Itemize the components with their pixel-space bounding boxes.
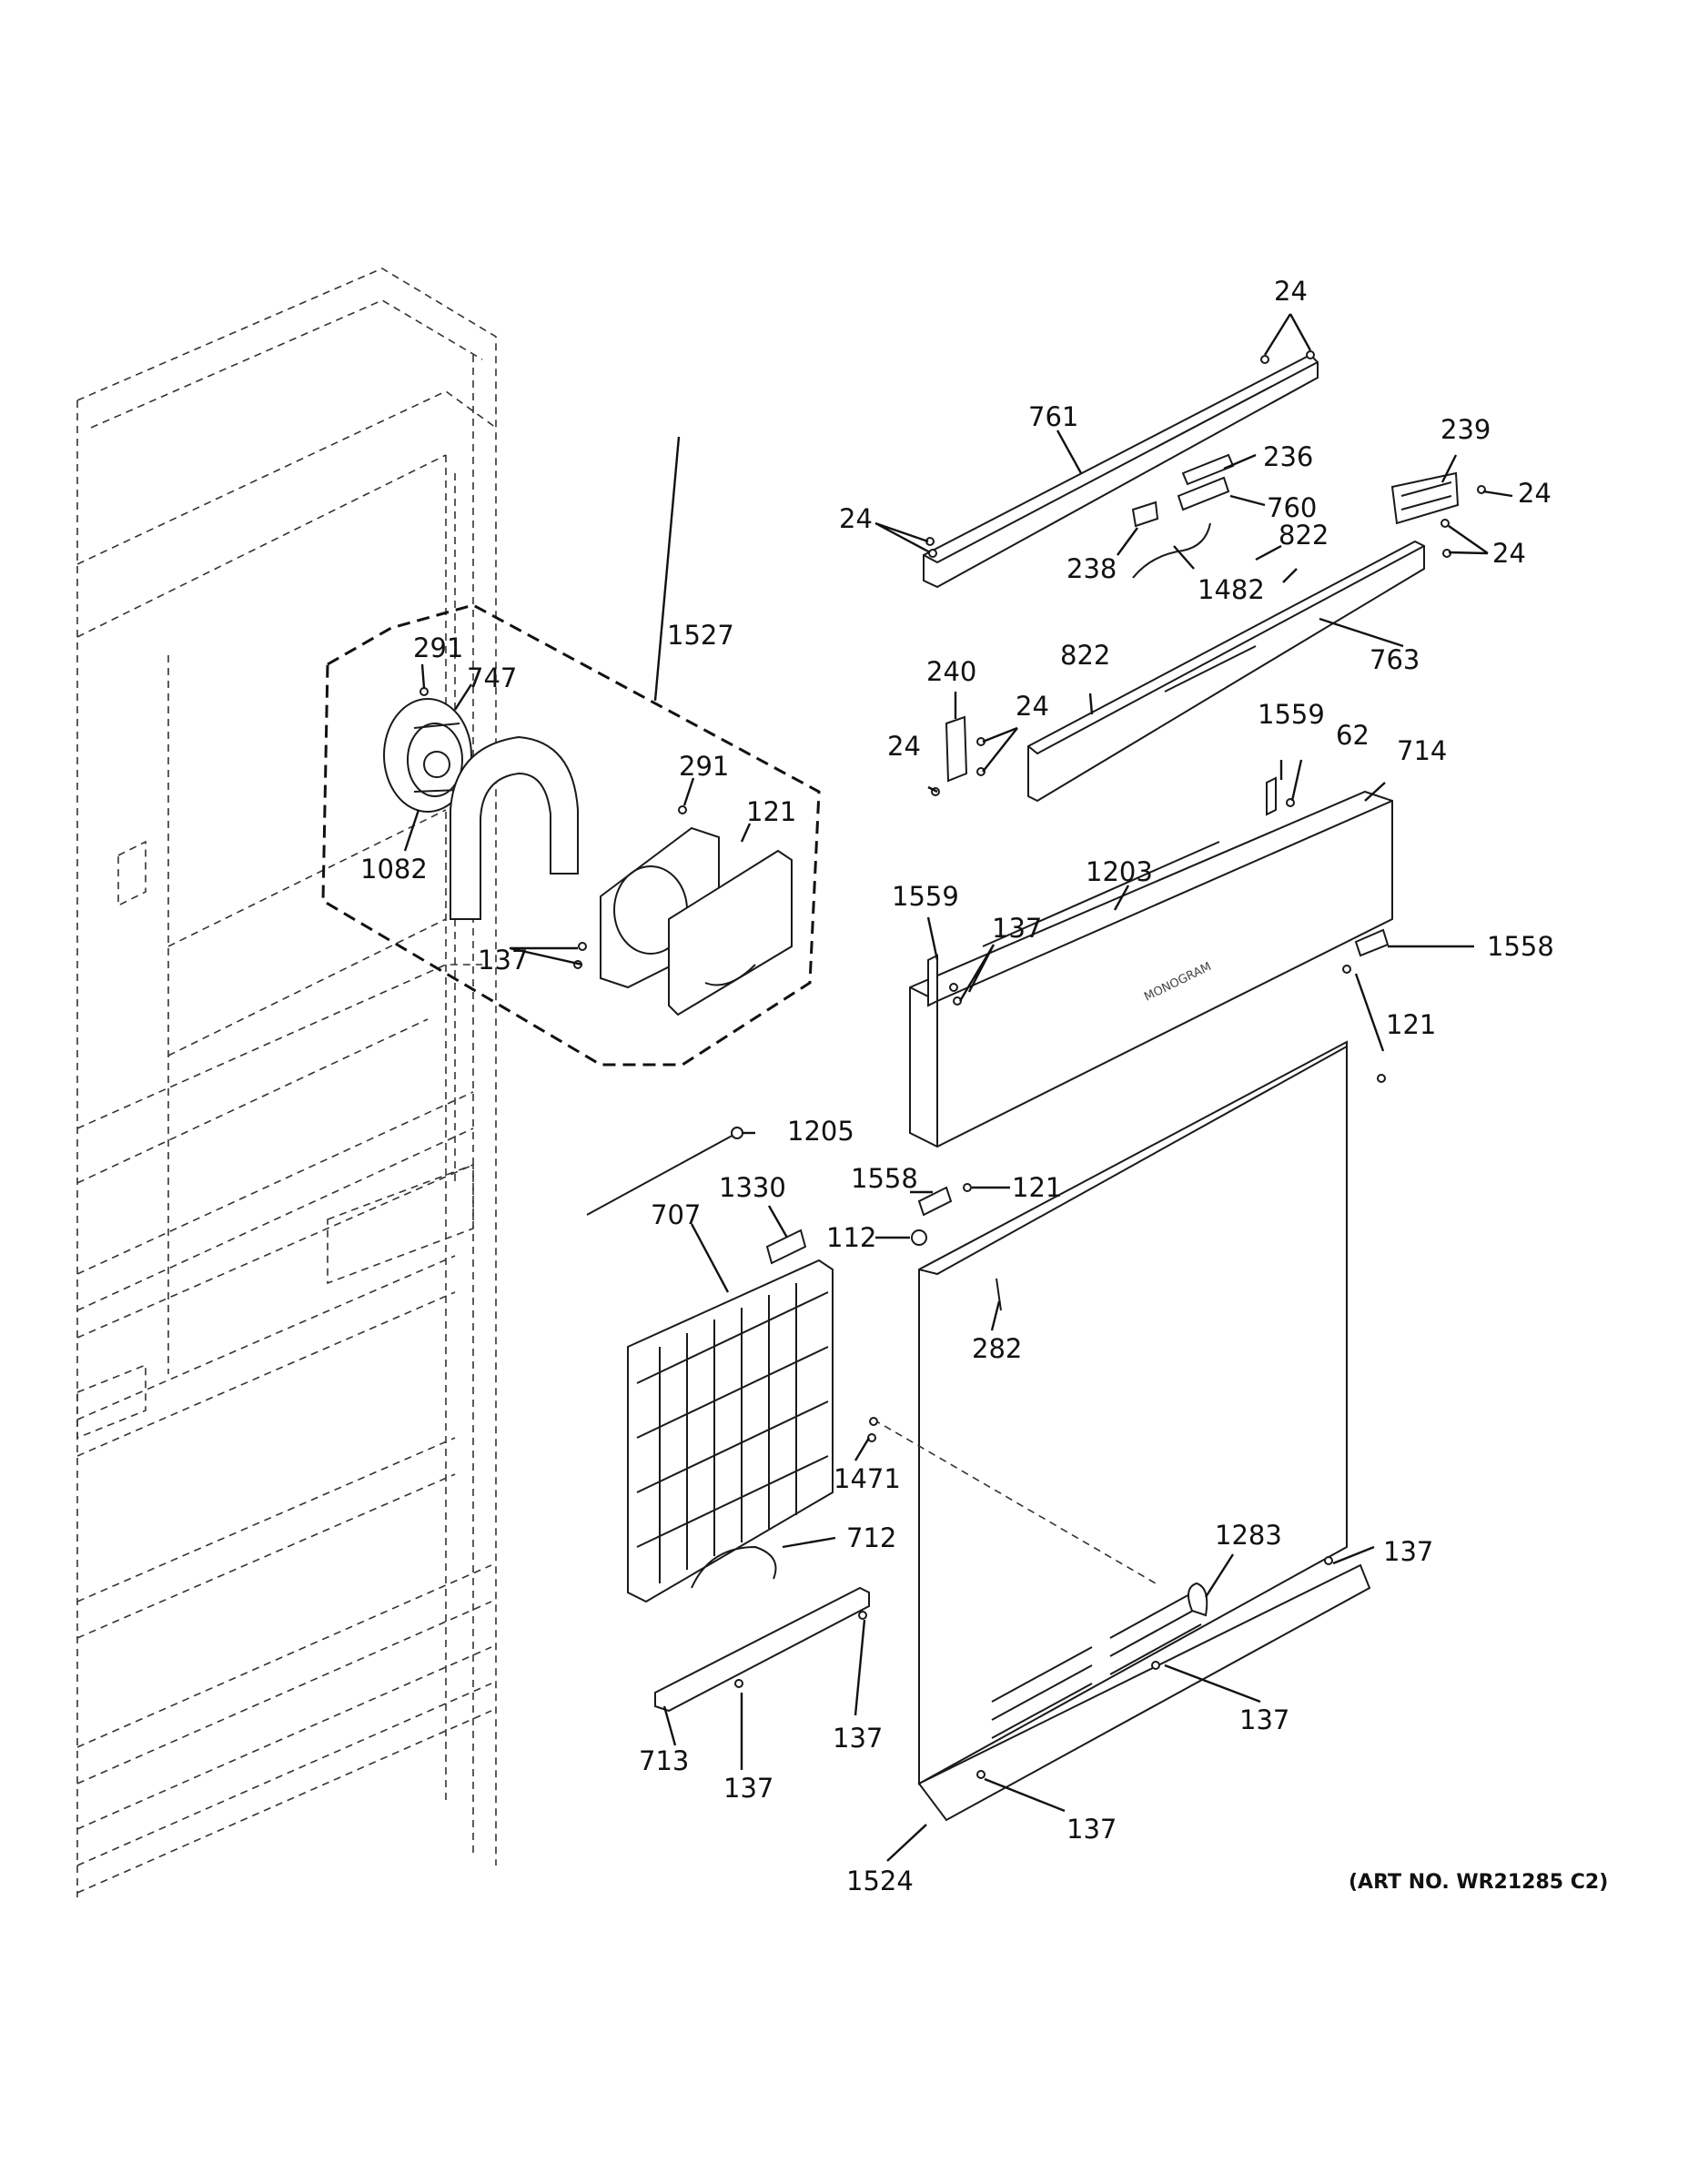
evaporator-fan-cover-part[interactable] [668,849,793,1016]
fan-assembly-group[interactable] [321,603,821,1067]
label-1482: 1482 [1198,574,1265,605]
label-822-a: 822 [1279,520,1329,551]
leader-lines [403,313,1513,1862]
label-239: 239 [1440,414,1491,445]
label-1558-b: 1558 [851,1163,918,1194]
base-grille-panel-part[interactable]: MONOGRAM [909,790,1393,1148]
label-1559-b: 1559 [892,881,959,912]
label-112: 112 [826,1222,876,1253]
label-137-f: 137 [1066,1814,1117,1845]
label-62: 62 [1336,720,1370,751]
label-24-left: 24 [839,503,873,534]
evap-sensor-clip-part[interactable] [765,1228,807,1265]
art-number: (ART NO. WR21285 C2) [1349,1871,1608,1894]
label-1283: 1283 [1215,1520,1282,1551]
label-713: 713 [639,1745,689,1776]
spacer-pins-part[interactable] [867,1417,878,1442]
label-121-b: 121 [1386,1009,1436,1040]
label-291-a: 291 [413,632,463,663]
evaporator-part[interactable] [627,1259,834,1603]
evaporator-tubing-part[interactable] [691,1545,777,1589]
label-137-b: 137 [1383,1536,1433,1567]
label-761: 761 [1028,401,1078,432]
label-24-right-1: 24 [1518,478,1552,509]
label-712: 712 [846,1522,896,1553]
fan-shroud-duct-part[interactable] [450,735,579,920]
drain-pan-part[interactable] [654,1586,870,1713]
label-1471: 1471 [834,1463,901,1494]
label-747: 747 [467,662,517,693]
label-121-a: 121 [746,796,796,827]
label-1524: 1524 [846,1866,914,1896]
bracket-1559-part[interactable] [927,776,1277,1007]
label-236: 236 [1263,441,1313,472]
locator-pin-part[interactable] [996,1278,1002,1311]
hidden-line [873,1419,1157,1584]
callout-labels: 24 761 236 239 24 24 760 822 24 238 1482… [360,276,1554,1896]
ui-board-part[interactable] [1177,453,1235,511]
label-1330: 1330 [719,1172,786,1203]
label-121-c: 121 [1012,1172,1062,1203]
label-137-d: 137 [833,1723,883,1754]
bracket-240-part[interactable] [945,715,968,783]
label-238: 238 [1066,553,1117,584]
label-763: 763 [1370,644,1420,675]
drain-heater-part[interactable] [1188,1582,1208,1617]
fan-motor-part[interactable] [383,698,472,813]
control-panel-trim-part[interactable] [1027,540,1425,803]
label-1082: 1082 [360,854,428,885]
insulation-plug-part[interactable] [911,1229,927,1246]
label-137-c: 137 [1239,1704,1289,1735]
rear-access-panel-part[interactable] [917,1040,1371,1822]
label-1205: 1205 [787,1116,854,1147]
label-282: 282 [972,1333,1022,1364]
clip-1558-part[interactable] [917,928,1390,1217]
label-760: 760 [1267,492,1317,523]
bracket-part[interactable] [1390,471,1460,525]
cabinet-outline [76,268,497,1897]
label-707: 707 [651,1199,701,1230]
screws [419,350,1486,1779]
label-1558-a: 1558 [1487,931,1554,962]
label-240: 240 [926,656,976,687]
label-291-b: 291 [679,751,729,782]
label-1559-a: 1559 [1258,699,1325,730]
label-24-bracket-2: 24 [887,731,921,762]
label-714: 714 [1397,735,1447,766]
harness-part[interactable] [1132,522,1211,579]
label-1527: 1527 [667,620,734,651]
label-24-bracket-1: 24 [1016,691,1049,722]
label-822-b: 822 [1060,640,1110,671]
label-137-a: 137 [992,913,1042,944]
label-137-e: 137 [723,1773,773,1804]
switch-part[interactable] [1131,500,1159,528]
label-24-top: 24 [1274,276,1308,307]
label-137-fan: 137 [478,945,528,976]
label-24-right-2: 24 [1492,538,1526,569]
label-1203: 1203 [1086,856,1153,887]
